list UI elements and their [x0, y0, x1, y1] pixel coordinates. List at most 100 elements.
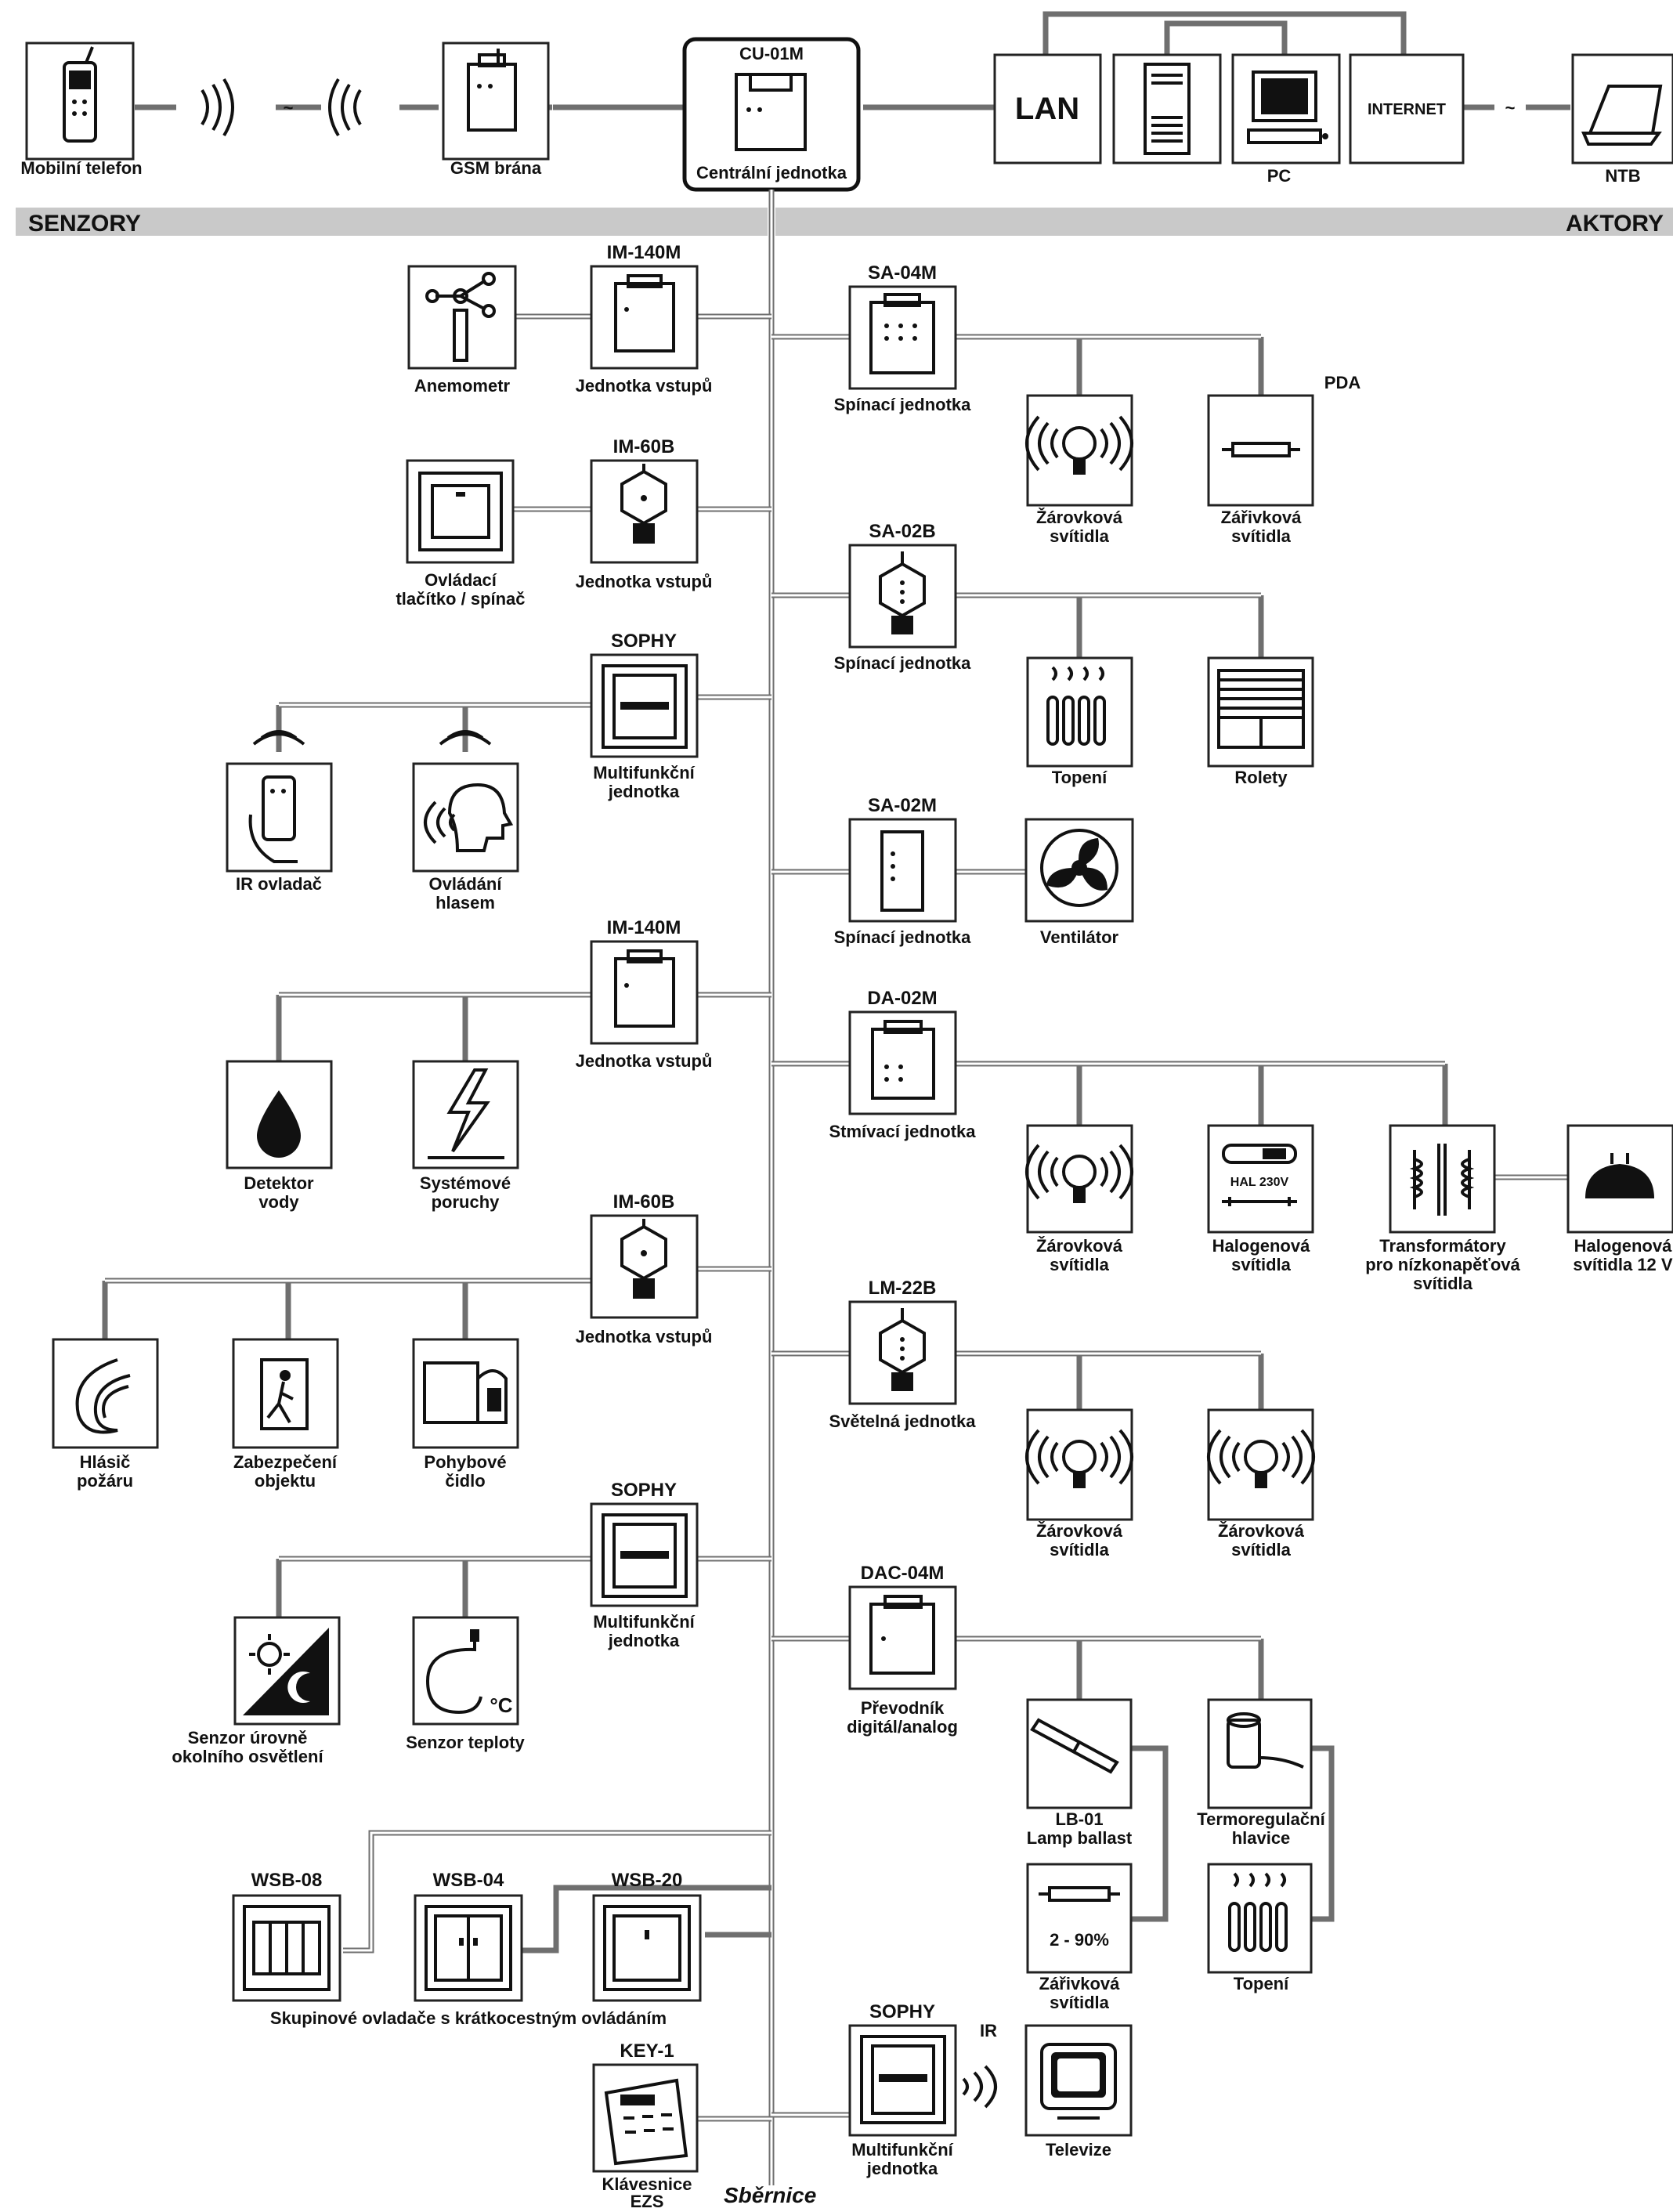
device-label: Termoregulační — [1197, 1809, 1325, 1829]
unit-label: jednotka — [866, 2159, 938, 2178]
model-label: SA-04M — [868, 262, 937, 284]
light-bulb-icon — [1207, 1429, 1315, 1488]
model-label: WSB-20 — [612, 1870, 683, 1891]
lamp-ballast-icon — [1030, 1718, 1119, 1774]
multifunction-panel-icon — [602, 1513, 688, 1598]
device-label: Žárovková — [1036, 508, 1123, 527]
thermostatic-head-icon — [1227, 1712, 1304, 1769]
device-label: Systémové — [420, 1173, 511, 1193]
bus-label: Sběrnice — [724, 2183, 816, 2207]
anemometer-icon — [425, 272, 496, 362]
unit-label: Multifunkční — [593, 1612, 695, 1632]
ir-remote-icon — [248, 775, 298, 863]
din-switch-module-icon — [869, 293, 935, 374]
model-label: SOPHY — [869, 2001, 935, 2022]
sensors-band-label: SENZORY — [28, 211, 141, 237]
multifunction-panel-icon — [860, 2035, 946, 2124]
model-label: SOPHY — [611, 631, 677, 652]
model-label: IM-60B — [613, 436, 675, 457]
actors-band: AKTORY — [775, 208, 1673, 237]
device-label: Senzor teploty — [406, 1733, 525, 1752]
sensor-group-sophy-2: SOPHY Multifunkční jednotka Senzor úrovn… — [172, 1480, 699, 1766]
unit-label: Jednotka vstupů — [576, 1051, 713, 1071]
ir-signal-icon — [962, 2065, 997, 2109]
motion-sensor-icon — [423, 1361, 508, 1424]
water-drop-icon — [257, 1090, 301, 1158]
mobile-phone-device: Mobilní telefon — [20, 42, 143, 178]
device-label: Lamp ballast — [1027, 1828, 1133, 1848]
model-label: WSB-04 — [433, 1870, 504, 1891]
ntb-label: NTB — [1605, 166, 1640, 186]
internet-device: INTERNET — [1349, 53, 1465, 164]
unit-label: jednotka — [608, 1631, 680, 1650]
device-label: LB-01 — [1055, 1809, 1103, 1829]
device-label: hlavice — [1232, 1828, 1291, 1848]
device-label: svítidla — [1050, 526, 1110, 546]
sensor-group-sophy-1: SOPHY Multifunkční jednotka IR ovladač O… — [226, 631, 699, 913]
laptop-icon — [1581, 85, 1663, 146]
model-label: SOPHY — [611, 1480, 677, 1501]
sensor-wires-inner — [105, 315, 771, 2120]
internet-label: INTERNET — [1368, 101, 1446, 118]
model-label: IM-140M — [607, 917, 681, 938]
device-label: čidlo — [445, 1471, 485, 1491]
actor-group-lm22b: LM-22B Světelná jednotka Žárovková svíti… — [829, 1278, 1315, 1560]
device-label: Žárovková — [1036, 1521, 1123, 1541]
television-icon — [1040, 2043, 1117, 2120]
device-label: Žárovková — [1036, 1236, 1123, 1256]
temperature-sensor-icon: °C — [425, 1629, 513, 1717]
mobile-label: Mobilní telefon — [20, 158, 142, 178]
din-module-icon — [869, 1595, 935, 1675]
unit-label: Převodník — [861, 1698, 945, 1718]
device-label: Žárovková — [1218, 1521, 1305, 1541]
unit-label: jednotka — [608, 782, 680, 801]
actor-group-sa02m: SA-02M Spínací jednotka Ventilátor — [834, 795, 1134, 947]
device-label: tlačítko / spínač — [396, 589, 525, 609]
flush-module-icon — [620, 464, 667, 544]
device-label: hlasem — [435, 893, 495, 913]
fire-icon — [75, 1358, 131, 1434]
actor-wires-inner — [771, 335, 1568, 2116]
device-label: Hlásič — [80, 1452, 131, 1472]
device-label: Ventilátor — [1040, 927, 1119, 947]
hal-label: HAL 230V — [1230, 1176, 1289, 1189]
device-label: Senzor úrovně — [188, 1728, 308, 1748]
unit-label: EZS — [631, 2192, 664, 2211]
device-label: svítidla 12 V — [1573, 1255, 1673, 1274]
din-module-icon — [614, 949, 675, 1028]
server-device — [1112, 53, 1222, 164]
device-label: Halogenová — [1574, 1236, 1672, 1256]
flush-module-icon — [879, 1308, 926, 1391]
device-label: IR ovladač — [236, 874, 322, 894]
flush-module-icon — [879, 551, 926, 634]
intruder-icon — [260, 1358, 309, 1430]
sensor-group-im140m-1: IM-140M Jednotka vstupů Anemometr — [407, 242, 712, 396]
din-module-icon — [871, 1020, 935, 1100]
unit-label: Světelná jednotka — [829, 1411, 976, 1431]
sensors-band: SENZORY — [16, 208, 768, 237]
celsius-label: °C — [490, 1693, 512, 1717]
model-label: SA-02B — [869, 521, 935, 542]
device-label: Halogenová — [1212, 1236, 1310, 1256]
light-bulb-icon — [1025, 415, 1133, 475]
model-label: WSB-08 — [251, 1870, 323, 1891]
mobile-phone-icon — [63, 46, 97, 143]
unit-label: Spínací jednotka — [834, 927, 972, 947]
model-label: IM-140M — [607, 242, 681, 263]
unit-label: digitál/analog — [847, 1717, 958, 1737]
sensor-group-im60b-1: IM-60B Jednotka vstupů Ovládací tlačítko… — [396, 436, 712, 609]
single-button-switch-icon — [603, 1905, 691, 1991]
input-unit-box — [590, 265, 699, 370]
heater-icon — [1046, 666, 1106, 746]
device-label: Zabezpečení — [233, 1452, 338, 1472]
percent-label: 2 - 90% — [1050, 1930, 1109, 1950]
model-label: DAC-04M — [861, 1563, 945, 1584]
tilde-symbol: ~ — [284, 98, 294, 117]
fan-icon — [1040, 829, 1118, 907]
fluorescent-tube-icon — [1039, 1886, 1120, 1902]
actor-group-sophy: SOPHY Multifunkční jednotka IR Televize — [848, 2001, 1133, 2178]
din-module-icon — [467, 49, 517, 132]
actor-group-da02m: DA-02M Stmívací jednotka Žárovková svíti… — [829, 988, 1673, 1293]
device-label: svítidla — [1231, 1255, 1292, 1274]
